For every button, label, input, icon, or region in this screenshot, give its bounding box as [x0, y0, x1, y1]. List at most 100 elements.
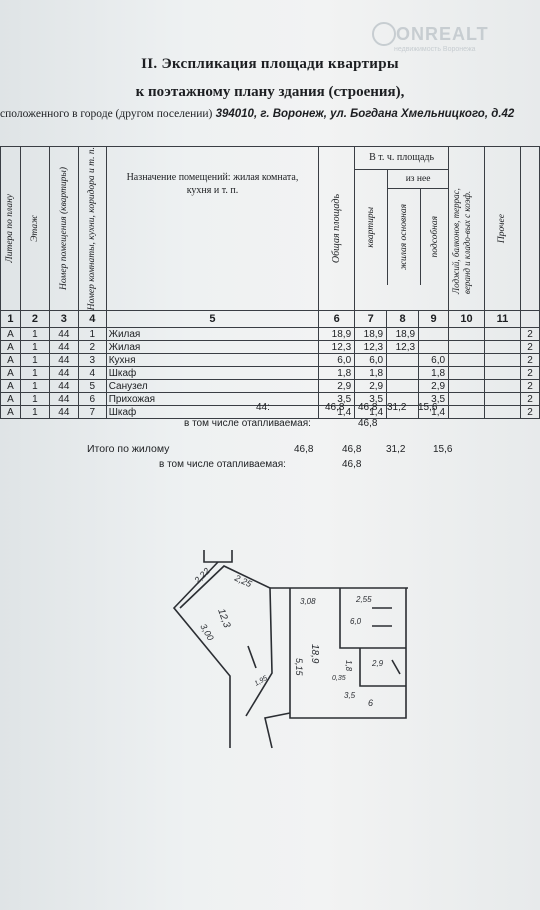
cell-aux: 2,9 [418, 379, 450, 394]
cell-loggia [448, 340, 486, 355]
document-subtitle: к поэтажному плану здания (строения), [135, 84, 405, 100]
cell-apt: 44 [48, 340, 79, 355]
floor-plan-drawing: 2,22 2,25 12,3 3,00 1,95 3,08 2,55 6,0 1… [172, 550, 408, 749]
cell-floor: 1 [19, 353, 50, 368]
apt-sum-living: 31,2 [387, 402, 407, 413]
cell-room-no: 2 [77, 340, 107, 355]
cell-floor: 1 [19, 379, 50, 394]
cell-name: Кухня [105, 353, 320, 368]
cell-loggia [448, 353, 486, 368]
cell-apt: 44 [48, 392, 79, 407]
cell-name: Шкаф [105, 405, 320, 420]
itogo-total: 46,8 [294, 444, 314, 455]
plan-fixture [372, 607, 392, 627]
cell-name: Жилая [105, 340, 320, 355]
col-number: 2 [19, 310, 50, 329]
col-header-aux: подсобная [429, 216, 440, 258]
plan-wall [359, 648, 406, 687]
col-number: 3 [48, 310, 79, 329]
col-header-extra [519, 145, 540, 312]
cell-living [386, 353, 420, 368]
cell-apt-area: 18,9 [354, 327, 388, 342]
cell-loggia [448, 392, 486, 407]
cell-total: 12,3 [318, 340, 356, 355]
cell-total: 18,9 [318, 327, 356, 342]
plan-wall [289, 588, 407, 719]
cell-other [484, 379, 521, 394]
cell-living [386, 405, 420, 420]
itogo-heated-value: 46,8 [342, 459, 362, 470]
address-value: 394010, г. Воронеж, ул. Богдана Хмельниц… [215, 108, 515, 120]
col-header-room-no: Номер комнаты, кухни, коридора и т. п. [77, 145, 107, 312]
plan-area: 1,8 [344, 660, 353, 672]
group-label: В т. ч. площадь [355, 147, 449, 170]
document-title: II. Экспликация площади квартиры [141, 56, 399, 72]
address-line: сположенного в городе (другом поселении)… [0, 108, 540, 120]
cell-floor: 1 [19, 327, 50, 342]
cell-room-no: 4 [77, 366, 107, 381]
plan-dim: 3,00 [198, 622, 215, 642]
watermark-subtext: недвижимость Воронежа [394, 46, 476, 53]
cell-aux [418, 327, 450, 342]
cell-extra: 2 [519, 379, 540, 394]
cell-other [484, 340, 521, 355]
cell-loggia [448, 327, 486, 342]
cell-aux: 1,8 [418, 366, 450, 381]
cell-lit: А [0, 327, 21, 342]
plan-area: 3,5 [344, 691, 356, 700]
plan-area: 6,0 [350, 617, 362, 626]
col-number: 9 [418, 310, 450, 329]
col-header-apt: Номер помещения (квартиры) [48, 145, 79, 312]
apt-heated-label: в том числе отапливаемая: [184, 418, 311, 429]
cell-room-no: 6 [77, 392, 107, 407]
cell-floor: 1 [19, 405, 50, 420]
plan-wall [264, 712, 291, 749]
plan-area: 12,3 [215, 607, 232, 629]
itogo-living: 31,2 [386, 444, 406, 455]
cell-loggia [448, 405, 486, 420]
itogo-area: 46,8 [342, 444, 362, 455]
plan-dim: 3,08 [300, 597, 316, 606]
col-header-group: В т. ч. площадь квартиры из нее жилая ос… [354, 145, 450, 312]
col-number: 8 [386, 310, 420, 329]
itogo-label: Итого по жилому [87, 443, 170, 455]
col-number: 11 [484, 310, 521, 329]
cell-name: Шкаф [105, 366, 320, 381]
explication-table: Литера по плану Этаж Номер помещения (кв… [0, 145, 540, 420]
plan-wall [339, 588, 406, 649]
cell-lit: А [0, 392, 21, 407]
cell-extra: 2 [519, 392, 540, 407]
cell-apt-area: 1,8 [354, 366, 388, 381]
cell-room-no: 5 [77, 379, 107, 394]
col-header-total: Общая площадь [318, 145, 356, 312]
watermark-logo-icon [372, 22, 396, 46]
col-header-lit: Литера по плану [0, 145, 21, 312]
plan-dim: 1,95 [254, 675, 269, 688]
col-number: 7 [354, 310, 388, 329]
col-number [519, 310, 540, 329]
cell-extra: 2 [519, 405, 540, 420]
subgroup-label: из нее [388, 170, 449, 189]
col-number: 5 [105, 310, 320, 329]
plan-area: 2,9 [371, 659, 384, 668]
cell-other [484, 366, 521, 381]
plan-dim: 2,55 [355, 595, 372, 604]
plan-wall [172, 561, 231, 748]
cell-room-no: 1 [77, 327, 107, 342]
apt-sum-area: 46,8 [358, 402, 378, 413]
cell-apt-area: 2,9 [354, 379, 388, 394]
col-number: 1 [0, 310, 21, 329]
cell-floor: 1 [19, 366, 50, 381]
cell-apt-area: 6,0 [354, 353, 388, 368]
col-header-living: жилая основная [388, 189, 422, 285]
plan-wall [203, 550, 233, 563]
col-number: 10 [448, 310, 486, 329]
